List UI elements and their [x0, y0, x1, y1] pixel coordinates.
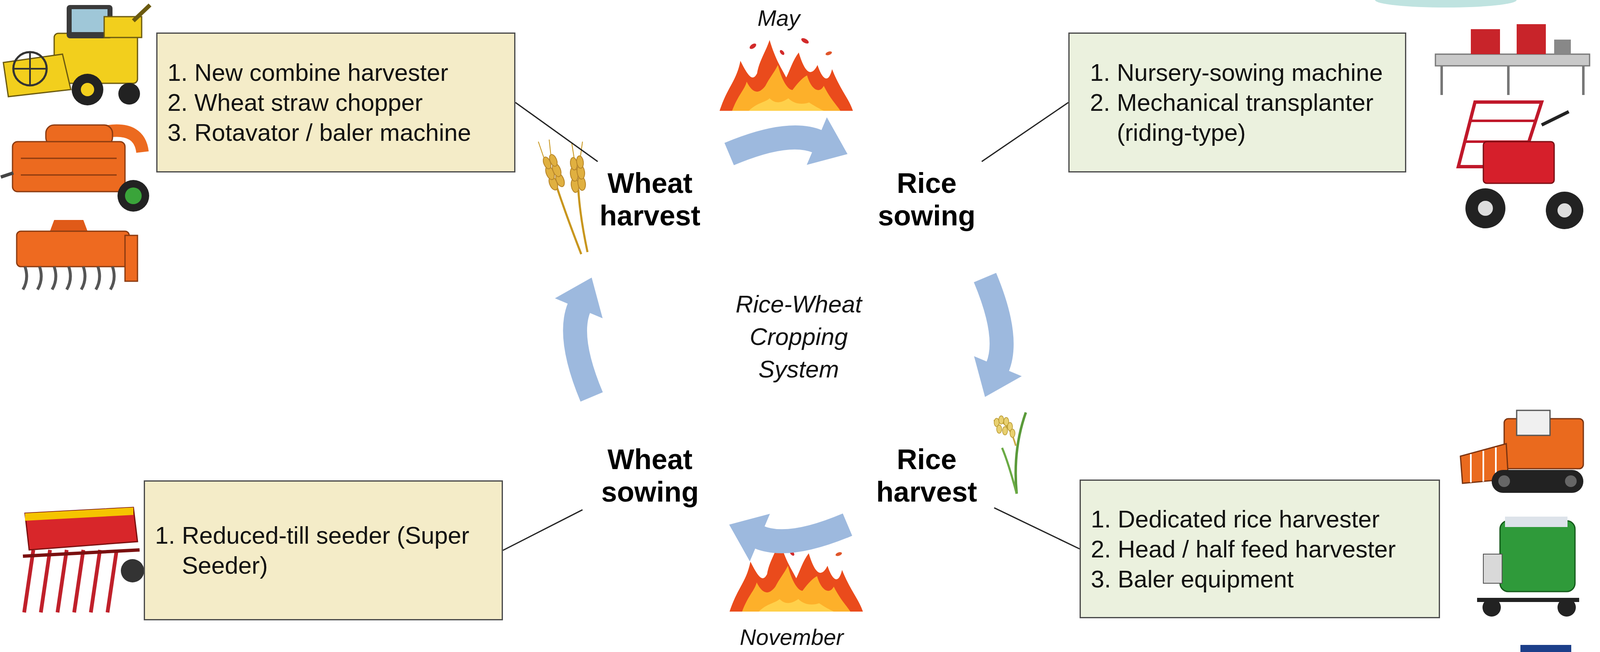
wheat-icon: [538, 139, 588, 255]
stage-label: Rice sowing: [864, 166, 990, 232]
arrow-head: [729, 513, 770, 562]
month-label: November: [739, 625, 844, 650]
leader-line: [515, 102, 598, 162]
list-item: 1. Nursery-sowing machine: [1090, 57, 1399, 88]
list-item: 3. Rotavator / baler machine: [167, 117, 508, 148]
straw-chopper-picture: [0, 125, 150, 212]
corner-mark: [1520, 645, 1572, 652]
machine-list-box: 1. Nursery-sowing machine2. Mechanical t…: [1068, 32, 1407, 173]
list-item: 1. Reduced-till seeder (Super Seeder): [155, 520, 495, 581]
month-label: May: [757, 5, 800, 31]
rice-harvester-picture: [1460, 410, 1584, 493]
cycle-arrow: [729, 117, 848, 165]
stage-name: Rice sowing: [864, 166, 990, 232]
machine-list-box: 1. Reduced-till seeder (Super Seeder): [143, 480, 503, 621]
arrow-body: [575, 307, 592, 398]
list-item: 2. Head / half feed harvester: [1090, 534, 1433, 565]
machine-list-box: 1. Dedicated rice harvester2. Head / hal…: [1079, 479, 1440, 619]
arrow-head: [555, 277, 603, 319]
stage-name: Rice harvest: [864, 442, 990, 508]
list-item: 3. Baler equipment: [1090, 564, 1433, 595]
cycle-arrow: [974, 277, 1022, 398]
combine-harvester-picture: [3, 5, 150, 106]
list-item: 2. Mechanical transplanter (riding-type): [1090, 87, 1399, 148]
arrow-head: [806, 117, 848, 165]
leader-line: [994, 507, 1080, 550]
arrow-head: [974, 356, 1022, 398]
stage-label: Wheat harvest: [587, 166, 713, 232]
stage-name: Wheat harvest: [587, 166, 713, 232]
nursery-sowing-machine-picture: [1435, 24, 1590, 95]
arrow-body: [729, 137, 818, 155]
stage-label: Rice harvest: [864, 442, 990, 508]
list-item: 1. Dedicated rice harvester: [1090, 504, 1433, 535]
corner-decoration: [1375, 0, 1517, 8]
leader-line: [502, 510, 583, 551]
arrow-body: [985, 277, 1002, 368]
stage-label: Wheat sowing: [587, 442, 713, 508]
transplanter-picture: [1458, 102, 1584, 230]
rotavator-picture: [16, 220, 138, 290]
list-item: 1. New combine harvester: [167, 57, 508, 88]
cycle-arrow: [555, 277, 603, 398]
rice-plant-icon: [993, 412, 1026, 494]
center-title: Rice-Wheat Cropping System: [730, 287, 868, 386]
fire-icon: [719, 37, 853, 111]
baler-picture: [1477, 516, 1580, 617]
stage-name: Wheat sowing: [587, 442, 713, 508]
arrow-body: [758, 524, 848, 542]
leader-line: [981, 102, 1069, 162]
cycle-arrow: [729, 513, 848, 562]
super-seeder-picture: [22, 507, 145, 613]
list-item: 2. Wheat straw chopper: [167, 87, 508, 118]
machine-list-box: 1. New combine harvester2. Wheat straw c…: [156, 32, 516, 173]
